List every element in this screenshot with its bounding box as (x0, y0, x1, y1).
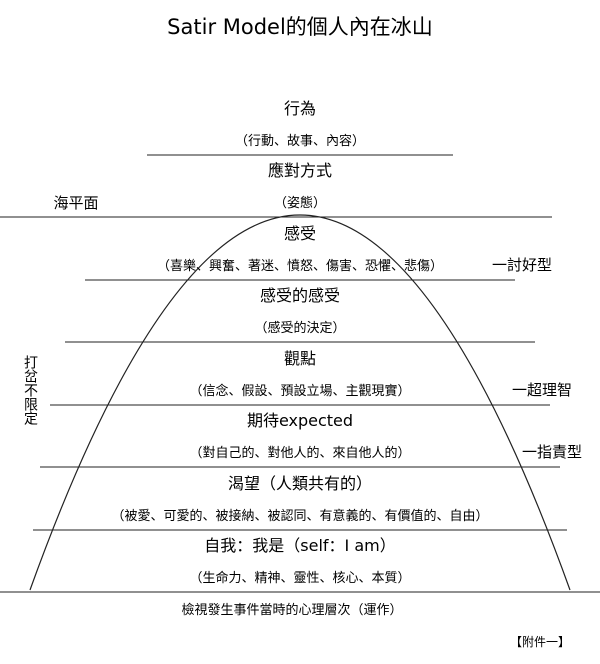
sea-level-label: 海平面 (53, 194, 98, 212)
layer-self: 自我：我是（self：I am） （生命力、精神、靈性、核心、本質） (189, 536, 410, 586)
stance-label-placating: 一討好型 (492, 256, 552, 274)
diagram-title: Satir Model的個人內在冰山 (167, 15, 433, 39)
layer-perceptions: 觀點 （信念、假設、預設立場、主觀現實） (189, 349, 410, 399)
appendix-label: 【附件一】 (510, 635, 570, 649)
layer-expectations: 期待expected （對自己的、對他人的、來自他人的） (189, 411, 410, 461)
layer-title: 觀點 (284, 349, 316, 368)
stance-label-super-reasonable: 一超理智 (512, 381, 572, 399)
layer-title: 自我：我是（self：I am） (204, 536, 395, 555)
layer-title: 感受的感受 (260, 286, 340, 305)
layer-title: 期待expected (247, 411, 353, 430)
footer-caption: 檢視發生事件當時的心理層次（運作） (181, 602, 402, 618)
layer-subtitle: （對自己的、對他人的、來自他人的） (189, 445, 410, 461)
layer-feelings: 感受 （喜樂、興奮、著迷、憤怒、傷害、恐懼、悲傷） (157, 224, 443, 274)
iceberg-outline (29, 214, 571, 591)
layer-coping: 應對方式 （姿態） (268, 161, 332, 211)
layer-yearnings: 渴望（人類共有的） （被愛、可愛的、被接納、被認同、有意義的、有價值的、自由） (111, 474, 488, 524)
layer-subtitle: （感受的決定） (254, 320, 345, 336)
layer-title: 應對方式 (268, 161, 332, 180)
layer-title: 感受 (284, 224, 316, 243)
layer-subtitle: （行動、故事、內容） (235, 133, 365, 149)
layer-title: 渴望（人類共有的） (228, 474, 372, 493)
layer-dividers (0, 154, 600, 593)
stance-label-irrelevant: 打岔不限定 (22, 354, 38, 426)
layer-subtitle: （生命力、精神、靈性、核心、本質） (189, 570, 410, 586)
layer-subtitle: （姿態） (274, 195, 326, 211)
layer-title: 行為 (284, 99, 316, 118)
stance-label-blaming: 一指責型 (522, 443, 582, 461)
layer-feelings-about-feelings: 感受的感受 （感受的決定） (254, 286, 345, 336)
layer-subtitle: （信念、假設、預設立場、主觀現實） (189, 383, 410, 399)
layer-subtitle: （被愛、可愛的、被接納、被認同、有意義的、有價值的、自由） (111, 508, 488, 524)
layer-subtitle: （喜樂、興奮、著迷、憤怒、傷害、恐懼、悲傷） (157, 258, 443, 274)
layer-behavior: 行為 （行動、故事、內容） (235, 99, 365, 149)
